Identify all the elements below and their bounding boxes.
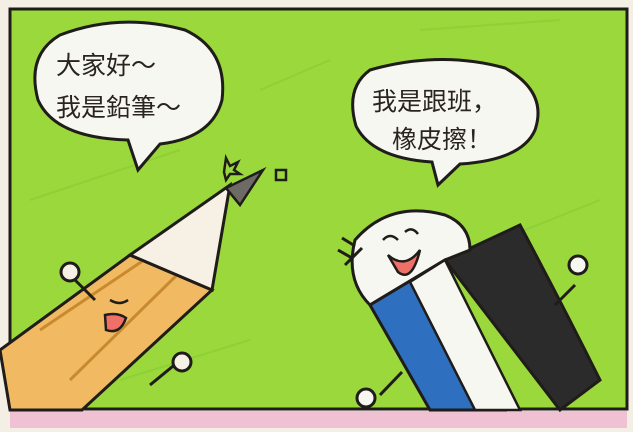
eraser-character [337,209,602,413]
pencil-bubble-shape [33,20,225,174]
pencil-speech-line-2: 我是鉛筆～ [56,93,181,122]
panel-frame [8,7,629,411]
crayon-texture [29,19,601,381]
bottom-strip [10,411,627,428]
pencil-speech-line-1: 大家好～ [56,51,156,80]
eraser-speech-bubble: 我是跟班， 橡皮擦！ [351,58,540,188]
sparkle-icon [222,153,288,184]
pencil-character [0,166,267,412]
eraser-speech-line-1: 我是跟班， [372,87,497,116]
eraser-bubble-shape [351,58,540,188]
eraser-speech-line-2: 橡皮擦！ [392,125,492,154]
pencil-speech-bubble: 大家好～ 我是鉛筆～ [33,20,225,174]
